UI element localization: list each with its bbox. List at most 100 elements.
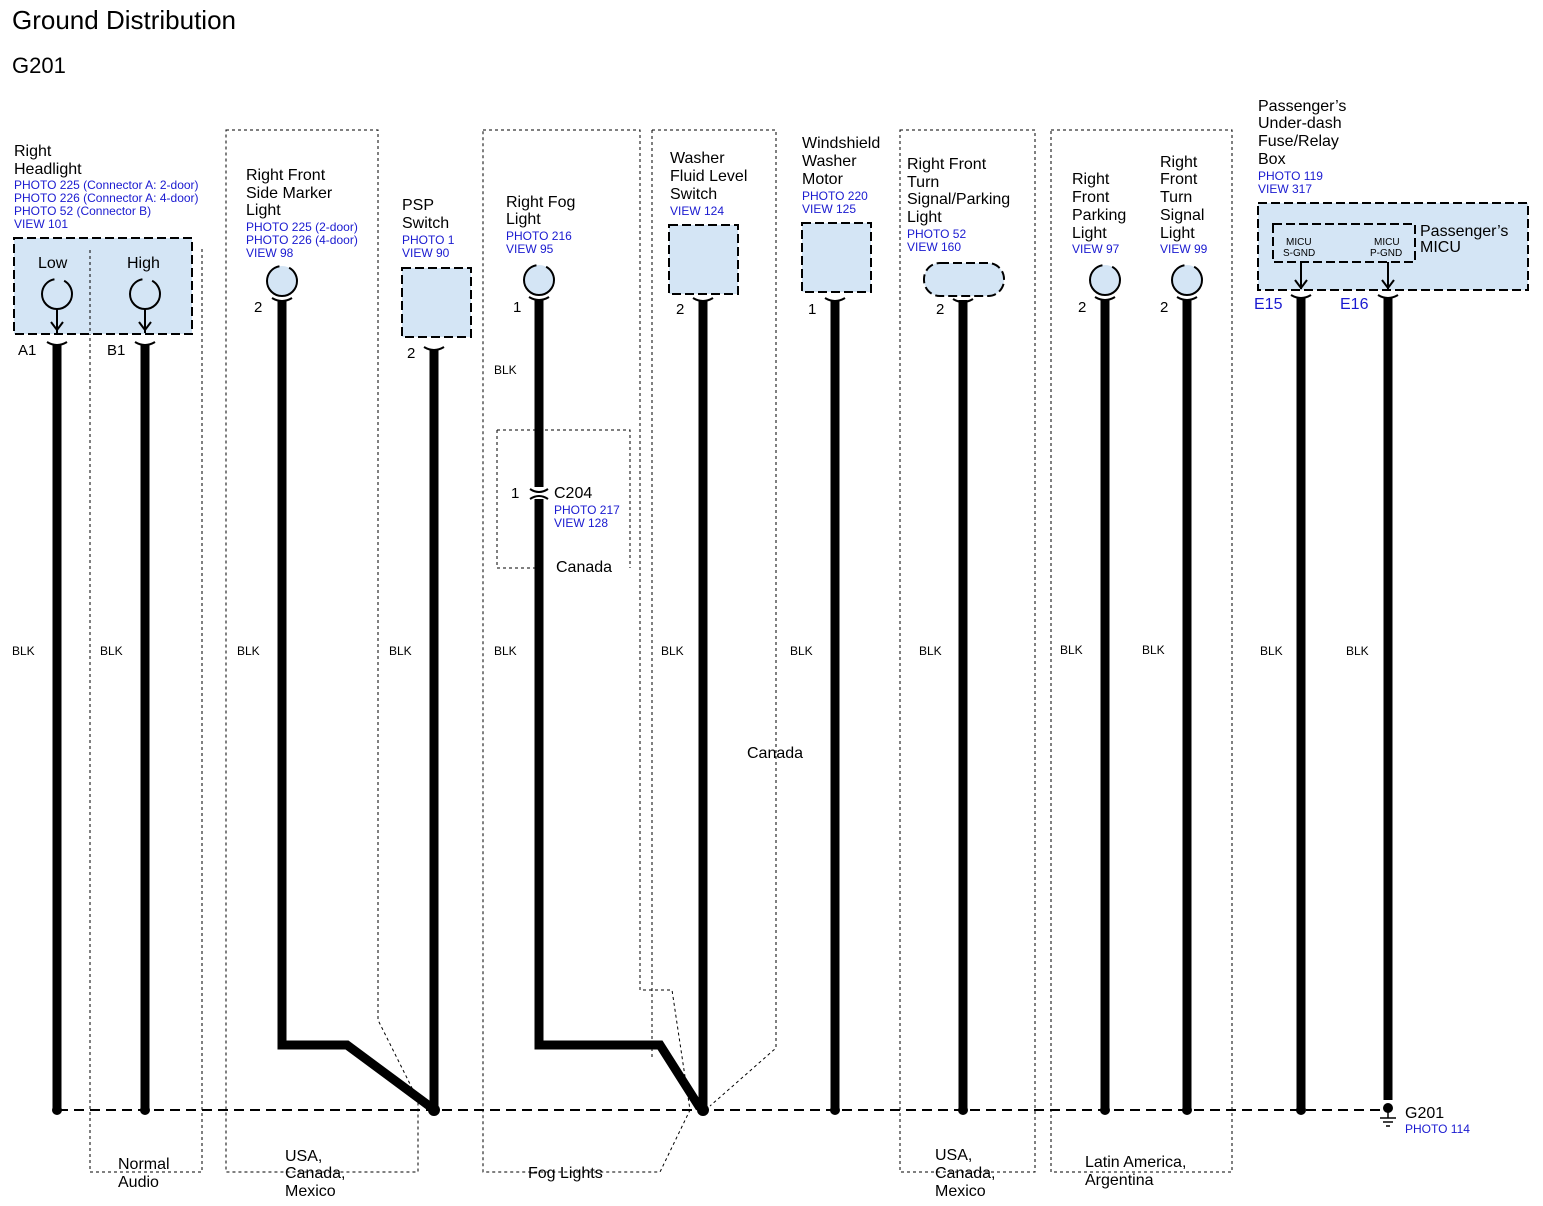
svg-text:BLK: BLK [1142,643,1165,657]
svg-text:BLK: BLK [494,644,517,658]
svg-text:Headlight: Headlight [14,161,82,178]
svg-text:Under-dash: Under-dash [1258,115,1342,132]
svg-text:Signal/Parking: Signal/Parking [907,191,1010,208]
motor-body [801,222,872,293]
svg-text:Light: Light [1072,225,1107,242]
lamp-body [923,262,1005,297]
svg-text:2: 2 [676,301,684,318]
svg-text:PHOTO 226 (4-door): PHOTO 226 (4-door) [246,233,358,247]
page-subtitle: G201 [12,53,66,78]
svg-text:PHOTO 52 (Connector B): PHOTO 52 (Connector B) [14,204,151,218]
svg-text:Passenger’s: Passenger’s [1258,98,1346,115]
svg-text:PHOTO 119: PHOTO 119 [1258,169,1323,183]
svg-text:1: 1 [513,299,521,316]
svg-text:Canada,: Canada, [935,1165,996,1182]
svg-text:P-GND: P-GND [1370,248,1402,259]
headlight-body [13,237,193,335]
switch-body [401,267,472,338]
svg-text:Latin America,: Latin America, [1085,1154,1186,1171]
washer-fluid-level-switch[interactable]: Washer Fluid Level Switch VIEW 124 2 [668,150,747,318]
svg-text:PHOTO 225 (Connector A: 2-door: PHOTO 225 (Connector A: 2-door) [14,178,199,192]
region-labels: Normal Audio USA, Canada, Mexico Canada … [118,559,1186,1200]
bulb-icon [523,264,555,296]
svg-text:BLK: BLK [389,644,412,658]
svg-text:Box: Box [1258,151,1286,168]
turn-signal-light[interactable]: Right Front Turn Signal Light VIEW 99 2 [1160,154,1208,316]
parking-light[interactable]: Right Front Parking Light VIEW 97 2 [1072,171,1126,316]
svg-text:BLK: BLK [1346,644,1369,658]
svg-text:MICU: MICU [1286,237,1312,248]
svg-text:MICU: MICU [1420,239,1461,256]
bulb-icon [266,265,298,297]
pin-e15: E15 [1254,296,1283,313]
fog-light[interactable]: Right Fog Light PHOTO 216 VIEW 95 1 [506,194,575,316]
ground-name: G201 [1405,1105,1444,1122]
svg-text:VIEW 317: VIEW 317 [1258,182,1312,196]
option-boundaries [89,129,1233,1173]
connector-c204[interactable]: 1 C204 PHOTO 217 VIEW 128 [511,485,620,530]
svg-text:VIEW 160: VIEW 160 [907,240,961,254]
fog-lights-boundary [482,129,691,1173]
svg-text:S-GND: S-GND [1283,248,1315,259]
micu-body [1272,223,1416,263]
svg-text:VIEW 99: VIEW 99 [1160,242,1208,256]
svg-text:Fuse/Relay: Fuse/Relay [1258,133,1339,150]
turn-signal-parking-light[interactable]: Right Front Turn Signal/Parking Light PH… [907,156,1010,318]
svg-text:Parking: Parking [1072,207,1126,224]
svg-text:BLK: BLK [790,644,813,658]
ground-ref: PHOTO 114 [1405,1122,1470,1136]
svg-text:VIEW 95: VIEW 95 [506,242,554,256]
svg-text:USA,: USA, [935,1147,972,1164]
svg-text:VIEW 128: VIEW 128 [554,516,608,530]
svg-text:Right Front: Right Front [246,167,326,184]
svg-text:Windshield: Windshield [802,135,880,152]
psp-switch[interactable]: PSP Switch PHOTO 1 VIEW 90 2 [401,197,472,362]
svg-text:PHOTO 216: PHOTO 216 [506,229,572,243]
svg-text:BLK: BLK [100,644,123,658]
svg-text:PHOTO 226 (Connector A: 4-door: PHOTO 226 (Connector A: 4-door) [14,191,199,205]
svg-text:Light: Light [907,209,942,226]
ground-symbol-icon [1380,1112,1396,1127]
splice-dots [52,1103,1393,1116]
washer-canada-boundary [651,129,777,1107]
svg-text:VIEW 125: VIEW 125 [802,202,856,216]
svg-text:1: 1 [511,485,519,502]
under-dash-fuse-relay-box[interactable]: Passenger’s Under-dash Fuse/Relay Box PH… [1254,98,1529,313]
svg-text:BLK: BLK [1060,643,1083,657]
svg-text:VIEW 124: VIEW 124 [670,204,724,218]
svg-text:2: 2 [407,345,415,362]
svg-text:Normal: Normal [118,1156,170,1173]
svg-text:Turn: Turn [907,174,939,191]
svg-text:Right: Right [1160,154,1198,171]
svg-text:Front: Front [1072,189,1110,206]
right-headlight[interactable]: Right Headlight PHOTO 225 (Connector A: … [13,143,199,359]
headlight-high-label: High [127,255,160,272]
svg-text:PHOTO 225 (2-door): PHOTO 225 (2-door) [246,220,358,234]
svg-text:2: 2 [1160,299,1168,316]
svg-text:BLK: BLK [12,644,35,658]
svg-text:Mexico: Mexico [935,1183,986,1200]
side-marker-light[interactable]: Right Front Side Marker Light PHOTO 225 … [246,167,358,316]
pin-e16: E16 [1340,296,1369,313]
latam-boundary [1050,129,1233,1173]
svg-text:PHOTO 217: PHOTO 217 [554,503,620,517]
svg-text:BLK: BLK [1260,644,1283,658]
micu-label: Passenger’s [1420,223,1508,240]
svg-text:BLK: BLK [494,363,517,377]
svg-text:Side Marker: Side Marker [246,185,333,202]
usa-boundary-1 [225,129,419,1173]
svg-text:Canada,: Canada, [285,1165,346,1182]
c204-connector-symbol [529,488,549,500]
svg-text:BLK: BLK [919,644,942,658]
svg-text:Argentina: Argentina [1085,1172,1154,1189]
svg-text:Right: Right [1072,171,1110,188]
svg-text:VIEW 98: VIEW 98 [246,246,294,260]
wire-side-marker [277,300,435,1112]
svg-text:2: 2 [254,299,262,316]
windshield-washer-motor[interactable]: Windshield Washer Motor PHOTO 220 VIEW 1… [801,135,880,318]
svg-text:MICU: MICU [1374,237,1400,248]
svg-text:Switch: Switch [402,215,449,232]
svg-text:PHOTO 220: PHOTO 220 [802,189,868,203]
normal-audio-boundary [89,248,203,1173]
